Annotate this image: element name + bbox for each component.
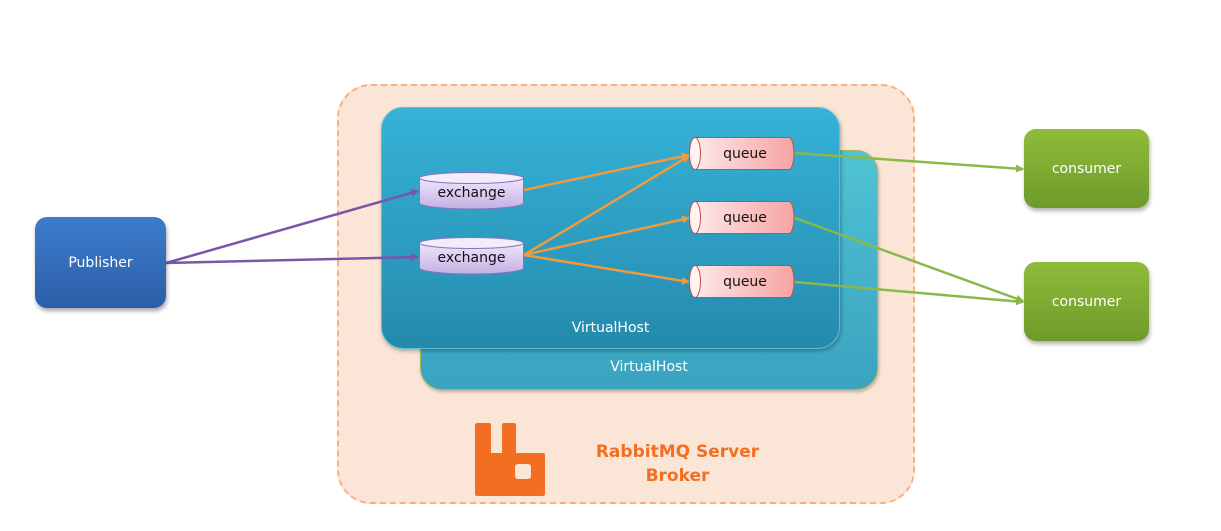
consumer-node: consumer bbox=[1024, 129, 1149, 208]
edge-exchange-2-queue-1 bbox=[523, 154, 690, 257]
edge-queue-1-consumer-1 bbox=[794, 151, 1024, 173]
consumer-label: consumer bbox=[1051, 160, 1122, 177]
queue-node: queue bbox=[689, 137, 795, 170]
queue-node: queue bbox=[689, 201, 795, 234]
edge-publisher-exchange-1 bbox=[165, 189, 419, 265]
queue-label: queue bbox=[723, 145, 767, 162]
edge-publisher-exchange-2 bbox=[165, 253, 419, 265]
edge-exchange-2-queue-3 bbox=[523, 253, 690, 285]
exchange-label: exchange bbox=[437, 249, 506, 266]
cylinder-icon bbox=[419, 237, 524, 275]
edge-queue-3-consumer-2 bbox=[794, 280, 1024, 306]
publisher-label: Publisher bbox=[68, 254, 133, 271]
consumer-node: consumer bbox=[1024, 262, 1149, 341]
broker-title-line2: Broker bbox=[645, 466, 710, 486]
queue-label: queue bbox=[723, 273, 767, 290]
horizontal-cylinder-icon bbox=[689, 137, 795, 170]
queue-label: queue bbox=[723, 209, 767, 226]
rabbitmq-logo-icon bbox=[475, 423, 545, 496]
broker-title-line1: RabbitMQ Server bbox=[595, 442, 760, 462]
edge-queue-2-consumer-2 bbox=[794, 216, 1024, 303]
cylinder-icon bbox=[419, 172, 524, 210]
edge-exchange-1-queue-1 bbox=[523, 152, 690, 192]
virtualhost-label: VirtualHost bbox=[610, 359, 688, 375]
horizontal-cylinder-icon bbox=[689, 201, 795, 234]
consumer-label: consumer bbox=[1051, 293, 1122, 310]
exchange-node: exchange bbox=[419, 237, 524, 275]
exchange-node: exchange bbox=[419, 172, 524, 210]
publisher-node: Publisher bbox=[35, 217, 166, 308]
queue-node: queue bbox=[689, 265, 795, 298]
exchange-label: exchange bbox=[437, 184, 506, 201]
broker-title: RabbitMQ Server Broker bbox=[590, 440, 765, 488]
edge-exchange-2-queue-2 bbox=[523, 215, 690, 257]
horizontal-cylinder-icon bbox=[689, 265, 795, 298]
virtualhost-label: VirtualHost bbox=[571, 320, 650, 336]
